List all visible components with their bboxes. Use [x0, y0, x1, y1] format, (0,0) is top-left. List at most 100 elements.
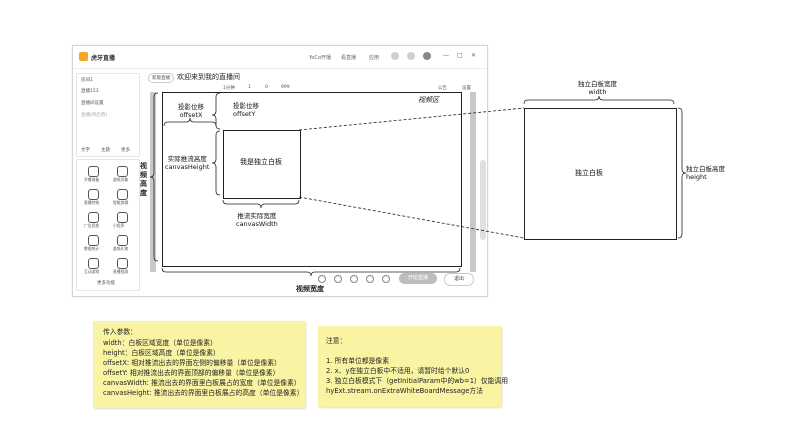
mini-theme[interactable]: 主题: [101, 148, 110, 153]
offsety-title: 投影位移: [233, 102, 259, 110]
eye-icon[interactable]: [382, 275, 390, 283]
video-region-label: 视频区: [418, 96, 439, 104]
settings-link[interactable]: 设置: [462, 86, 471, 91]
param-line: offsetY: 相对推流出去的界面顶部的偏移量（单位是像素）: [103, 369, 280, 377]
video-width-brace: [161, 267, 461, 277]
game-icon[interactable]: [88, 258, 99, 269]
avatar-tool-icon[interactable]: [117, 166, 128, 177]
tool-label: 虚拟形象: [113, 177, 129, 182]
record-icon[interactable]: [366, 275, 374, 283]
status-count-a: 1: [248, 85, 251, 90]
video-left-bar: [150, 92, 156, 272]
close-icon[interactable]: ✕: [471, 52, 477, 59]
canvas-height-brace: [211, 130, 221, 196]
inner-whiteboard: [223, 130, 301, 199]
room-label: 房间1: [81, 78, 93, 83]
minimize-icon[interactable]: —: [443, 52, 449, 59]
notice-link[interactable]: 公告: [438, 86, 447, 91]
tool-label: 小程序: [113, 223, 125, 228]
offsetx-var: offsetX: [179, 111, 203, 119]
notice-note: 注意： 1. 所有单位都是像素 2. x、y在独立白板中不适用，请暂时给个默认0…: [318, 326, 508, 407]
params-title: 传入参数：: [103, 328, 137, 336]
app-topbar: 虎牙直播 YoCo开播 看直播 应用 — □ ✕: [73, 46, 487, 69]
param-line: canvasHeight: 推流出去的界面里白板展占的高度（单位是像素）: [103, 389, 304, 397]
topbar-item-apps[interactable]: 应用: [369, 55, 380, 61]
clip-icon[interactable]: [117, 189, 128, 200]
video-height-brace: [149, 92, 159, 262]
room-card: 房间1 直播153 直播间设置 直播(待启用) 文字 主题 更多: [76, 73, 140, 157]
notification-icon[interactable]: [407, 52, 415, 60]
param-line: canvasWidth: 推流出去的界面里白板展占的宽度（单位是像素）: [103, 379, 301, 387]
connector-bottom: [298, 196, 525, 239]
offsety-var: offsetY: [233, 110, 256, 118]
tool-label: 直播投屏: [113, 269, 129, 274]
notice-line: 3. 独立白板模式下（getInitialParam中的wb=1）仅能调用: [326, 377, 508, 385]
tool-label: 直播特效: [84, 200, 100, 205]
tool-label: 数据统计: [84, 246, 100, 251]
params-note: 传入参数： width：白板区域宽度（单位是像素） height：白板区域高度（…: [93, 321, 305, 408]
message-icon[interactable]: [391, 52, 399, 60]
offsetx-brace: [163, 117, 217, 127]
status-duration: 1分钟: [223, 86, 235, 91]
board-height-brace: [677, 107, 687, 239]
stats-icon[interactable]: [88, 235, 99, 246]
ads-icon[interactable]: [88, 212, 99, 223]
board-width-annotation: 独立白板宽度 width: [578, 80, 617, 96]
notice-title: 注意：: [326, 337, 347, 345]
exit-button[interactable]: 退出: [444, 273, 474, 286]
connector-top: [298, 107, 525, 131]
more-functions[interactable]: 更多功能: [97, 281, 115, 286]
miniprogram-icon[interactable]: [117, 212, 128, 223]
tool-label: 智能剪辑: [113, 200, 129, 205]
huya-logo-icon: [79, 52, 88, 61]
mic-icon[interactable]: [334, 275, 342, 283]
inner-board-label: 我是独立白板: [240, 158, 282, 166]
cast-icon[interactable]: [117, 258, 128, 269]
tools-card: 开播准备 虚拟形象 直播特效 智能剪辑 广告投放 小程序 数据统计 虚拟礼物 互…: [76, 159, 140, 291]
mini-more[interactable]: 更多: [121, 148, 130, 153]
board-height-var: height: [686, 173, 707, 181]
topbar-item-watch[interactable]: 看直播: [341, 55, 357, 61]
notice-line: hyExt.stream.onExtraWhiteBoardMessage方法: [326, 387, 483, 395]
video-region: [162, 92, 462, 267]
gift-icon[interactable]: [117, 235, 128, 246]
canvas-width-title: 推流实际宽度: [237, 212, 277, 220]
sidebar-item-settings[interactable]: 直播间设置: [81, 101, 104, 106]
canvas-height-title: 实际推流高度: [167, 155, 207, 163]
offsetx-title: 投影位移: [178, 103, 204, 111]
scrollbar[interactable]: [480, 160, 486, 240]
param-line: width：白板区域宽度（单位是像素）: [103, 339, 217, 347]
maximize-icon[interactable]: □: [457, 52, 463, 59]
offsetx-annotation: 投影位移 offsetX: [178, 103, 204, 119]
offsety-brace: [211, 92, 221, 130]
sidebar-item-pending[interactable]: 直播(待启用): [81, 113, 108, 118]
video-right-bar: [470, 92, 476, 272]
status-count-c: 999: [281, 85, 290, 90]
new-version-pill[interactable]: 新版直播: [148, 73, 174, 83]
avatar[interactable]: [423, 52, 431, 60]
board-width-brace: [523, 95, 675, 105]
mini-text[interactable]: 文字: [81, 148, 90, 153]
start-live-button[interactable]: 开始直播: [399, 273, 437, 284]
video-height-label: 视频高度: [140, 162, 147, 197]
canvas-width-annotation: 推流实际宽度 canvasWidth: [236, 212, 278, 228]
independent-whiteboard: [524, 108, 677, 240]
notice-line: 1. 所有单位都是像素: [326, 357, 390, 365]
prep-icon[interactable]: [88, 166, 99, 177]
topbar-item-yoco[interactable]: YoCo开播: [309, 55, 331, 61]
board-height-title: 独立白板高度: [686, 165, 725, 173]
canvas-width-brace: [222, 199, 300, 209]
emoji-icon[interactable]: [318, 275, 326, 283]
tool-label: 开播准备: [84, 177, 100, 182]
tool-label: 互动游戏: [84, 269, 100, 274]
effects-icon[interactable]: [88, 189, 99, 200]
room-sub: 直播153: [81, 89, 99, 94]
canvas-height-annotation: 实际推流高度 canvasHeight: [165, 155, 209, 171]
left-panel: 房间1 直播153 直播间设置 直播(待启用) 文字 主题 更多 开播准备 虚拟…: [76, 73, 140, 291]
notice-line: 2. x、y在独立白板中不适用，请暂时给个默认0: [326, 367, 470, 375]
param-line: offsetX: 相对推流出去的界面左侧的偏移量（单位是像素）: [103, 359, 281, 367]
camera-icon[interactable]: [350, 275, 358, 283]
canvas-width-var: canvasWidth: [236, 220, 278, 228]
app-brand: 虎牙直播: [91, 55, 116, 62]
param-line: height：白板区域高度（单位是像素）: [103, 349, 220, 357]
